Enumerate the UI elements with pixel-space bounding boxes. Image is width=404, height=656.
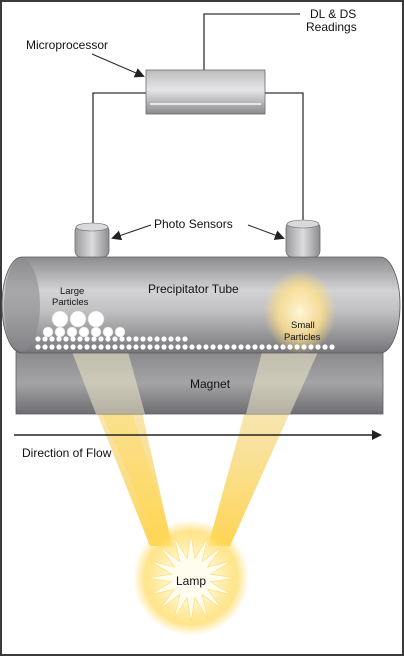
small-particle [63,336,69,342]
small-particle [49,344,55,350]
small-particle [238,344,244,350]
small-particle [70,336,76,342]
small-particle [168,344,174,350]
small-particle [259,344,265,350]
small-particle [315,344,321,350]
small-particle [266,344,272,350]
small-particle [112,336,118,342]
small-particle [231,344,237,350]
small-particle [154,336,160,342]
small-particle [147,344,153,350]
microprocessor-pointer [91,53,145,78]
small-particle [175,344,181,350]
small-particle [91,344,97,350]
small-particle [42,336,48,342]
small-particle [280,344,286,350]
large-particles-label-2: Particles [52,297,89,308]
magnet [15,351,384,415]
photo-sensors-label: Photo Sensors [154,217,233,231]
right-sensor-wire [265,92,304,222]
left-sensor-wire [92,92,146,225]
right-photo-sensor [285,219,321,258]
small-particle [147,336,153,342]
small-particle [196,344,202,350]
large-particles [42,310,126,338]
small-particle [245,344,251,350]
lamp-starburst [146,533,236,623]
right-sensor-pointer [247,224,285,240]
small-particle [105,336,111,342]
left-sensor-pointer [111,224,152,241]
left-photo-sensor [74,222,110,258]
small-particle [56,344,62,350]
small-particle [126,336,132,342]
small-particle [140,344,146,350]
small-particle [70,344,76,350]
magnet-label: Magnet [190,377,231,391]
microprocessor-label: Microprocessor [26,38,108,52]
small-particle [126,344,132,350]
small-particle [203,344,209,350]
small-particle [301,344,307,350]
small-particle [287,344,293,350]
small-particle [35,344,41,350]
small-particle [252,344,258,350]
small-particle [77,336,83,342]
precipitator-tube-label: Precipitator Tube [148,282,239,296]
readings-label-2: Readings [306,20,357,34]
small-particle [140,336,146,342]
small-particle [217,344,223,350]
small-particle [322,344,328,350]
small-particle [84,336,90,342]
small-particle [49,336,55,342]
small-particles-glow [264,270,336,354]
small-particle [84,344,90,350]
small-particle [224,344,230,350]
small-particle [175,336,181,342]
small-particle [112,344,118,350]
readings-label-1: DL & DS [310,7,356,21]
microprocessor-box [145,69,266,115]
lamp-label: Lamp [176,574,206,588]
small-particle [168,336,174,342]
small-particle [119,336,125,342]
small-particles [35,336,335,350]
left-beam-core [96,400,175,548]
small-particle [329,344,335,350]
small-particle [56,336,62,342]
large-particles-label-1: Large [60,286,84,297]
small-particle [63,344,69,350]
small-particle [98,344,104,350]
small-particle [161,336,167,342]
small-particle [98,336,104,342]
small-particle [182,344,188,350]
small-particle [133,344,139,350]
small-particle [161,344,167,350]
readings-wire [203,13,300,76]
small-particle [294,344,300,350]
small-particle [273,344,279,350]
small-particle [77,344,83,350]
small-particle [119,344,125,350]
direction-of-flow-label: Direction of Flow [22,446,112,460]
small-particle [210,344,216,350]
small-particle [35,336,41,342]
small-particle [154,344,160,350]
small-particle [308,344,314,350]
small-particles-label-1: Small [291,320,315,331]
small-particle [105,344,111,350]
small-particle [91,336,97,342]
small-particles-label-2: Particles [284,332,321,343]
small-particle [133,336,139,342]
small-particle [42,344,48,350]
small-particle [189,344,195,350]
small-particle [182,336,188,342]
